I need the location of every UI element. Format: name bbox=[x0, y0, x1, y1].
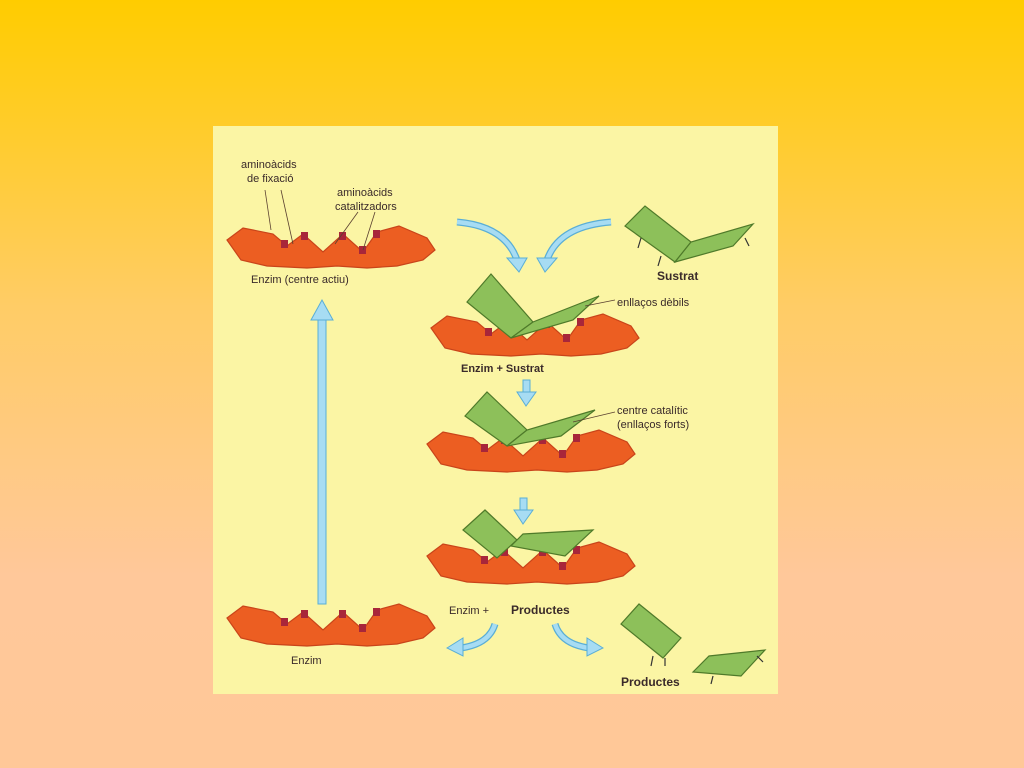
aminoacids-fixation-label-line1: aminoàcids bbox=[241, 159, 297, 171]
catalytic-centre-complex bbox=[426, 391, 636, 473]
enzyme-substrate-label: Enzim + Sustrat bbox=[461, 363, 544, 375]
products-label: Productes bbox=[621, 675, 680, 689]
enzyme-plus-label: Enzim + bbox=[449, 605, 489, 617]
substrate-free bbox=[624, 205, 755, 267]
enzyme-active-centre bbox=[226, 189, 436, 269]
substrate-label: Sustrat bbox=[657, 269, 698, 283]
recycle-arrow-up bbox=[310, 298, 334, 605]
down-arrow-2 bbox=[513, 497, 534, 525]
diverge-arrow-left bbox=[445, 622, 499, 657]
converge-arrow-right bbox=[536, 218, 612, 273]
aminoacids-catalytic-label-line1: aminoàcids bbox=[337, 187, 393, 199]
diagram-panel: aminoàcids de fixació aminoàcids catalit… bbox=[213, 126, 778, 694]
catalytic-centre-label-line1: centre catalític bbox=[617, 405, 688, 417]
aminoacids-fixation-label-line2: de fixació bbox=[247, 173, 293, 185]
weak-bonds-label: enllaços dèbils bbox=[617, 297, 690, 309]
aminoacids-catalytic-label-line2: catalitzadors bbox=[335, 201, 397, 213]
enzyme-active-centre-label: Enzim (centre actiu) bbox=[251, 274, 349, 286]
converge-arrow-left bbox=[456, 218, 528, 273]
enzyme-substrate-complex bbox=[430, 273, 640, 357]
enzyme-mechanism-diagram: aminoàcids de fixació aminoàcids catalit… bbox=[226, 159, 767, 689]
enzyme-free bbox=[226, 603, 436, 647]
diverge-arrow-right bbox=[551, 622, 605, 657]
catalytic-centre-label-line2: (enllaços forts) bbox=[617, 419, 689, 431]
products-free bbox=[620, 603, 767, 685]
enzyme-products-complex bbox=[426, 509, 636, 585]
products-label-center: Productes bbox=[511, 603, 570, 617]
down-arrow-1 bbox=[516, 379, 537, 407]
enzyme-label: Enzim bbox=[291, 655, 322, 667]
